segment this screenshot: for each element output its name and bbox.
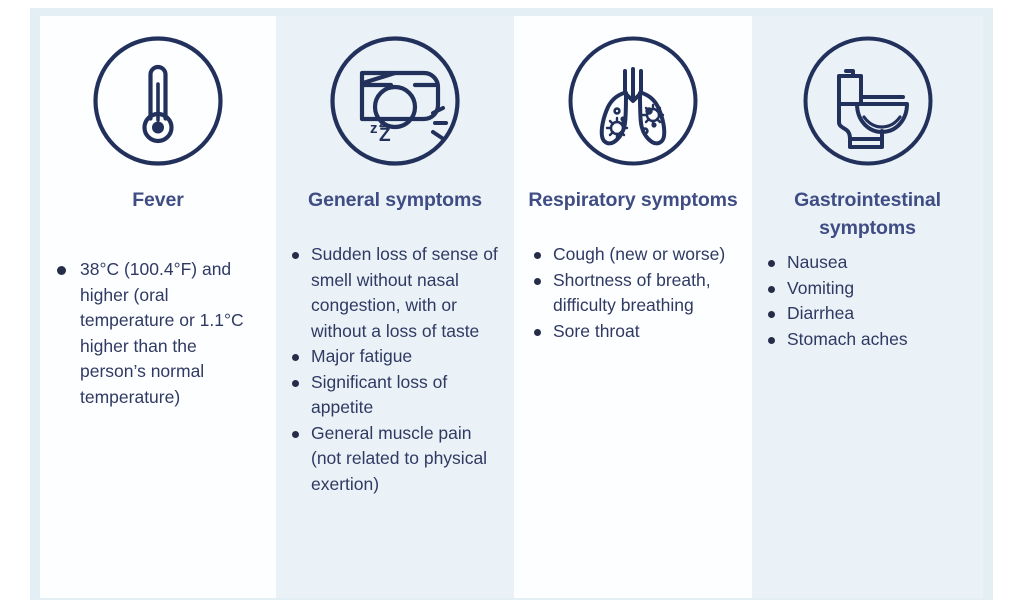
- column-title-fever: Fever: [132, 189, 184, 211]
- symptom-column-respiratory: Respiratory symptoms Cough (new or worse…: [514, 16, 752, 598]
- list-item: Cough (new or worse): [528, 242, 744, 268]
- bullet-list-respiratory: Cough (new or worse) Shortness of breath…: [514, 242, 752, 344]
- bullet-list-fever: 38°C (100.4°F) and higher (oral temperat…: [40, 257, 276, 410]
- lungs-virus-icon: [514, 16, 752, 186]
- list-item: Sore throat: [528, 319, 744, 345]
- toilet-icon: [752, 16, 983, 186]
- svg-text:z: z: [370, 120, 378, 137]
- bullet-list-general: Sudden loss of sense of smell without na…: [276, 242, 514, 497]
- list-item: 38°C (100.4°F) and higher (oral temperat…: [53, 257, 266, 410]
- symptom-columns: Fever 38°C (100.4°F) and higher (oral te…: [40, 16, 983, 598]
- list-item: General muscle pain (not related to phys…: [286, 421, 504, 498]
- bullet-list-gastrointestinal: Nausea Vomiting Diarrhea Stomach aches: [752, 250, 983, 352]
- list-item: Sudden loss of sense of smell without na…: [286, 242, 504, 344]
- column-title-respiratory: Respiratory symptoms: [528, 189, 738, 211]
- svg-text:Z: Z: [379, 125, 391, 146]
- list-item: Vomiting: [762, 276, 975, 302]
- symptom-column-gastrointestinal: Gastrointestinal symptoms Nausea Vomitin…: [752, 16, 983, 598]
- thermometer-icon: [40, 16, 276, 186]
- symptom-column-fever: Fever 38°C (100.4°F) and higher (oral te…: [40, 16, 276, 598]
- sleeping-head-pillow-icon: z Z Z: [276, 16, 514, 186]
- list-item: Stomach aches: [762, 327, 975, 353]
- list-item: Diarrhea: [762, 301, 975, 327]
- symptom-column-general: z Z Z General symptoms Sudden loss of se…: [276, 16, 514, 598]
- svg-text:Z: Z: [379, 115, 387, 130]
- column-title-general: General symptoms: [308, 189, 482, 211]
- list-item: Shortness of breath, difficulty breathin…: [528, 268, 744, 319]
- list-item: Major fatigue: [286, 344, 504, 370]
- list-item: Significant loss of appetite: [286, 370, 504, 421]
- list-item: Nausea: [762, 250, 975, 276]
- column-title-gastrointestinal: Gastrointestinal symptoms: [794, 189, 941, 239]
